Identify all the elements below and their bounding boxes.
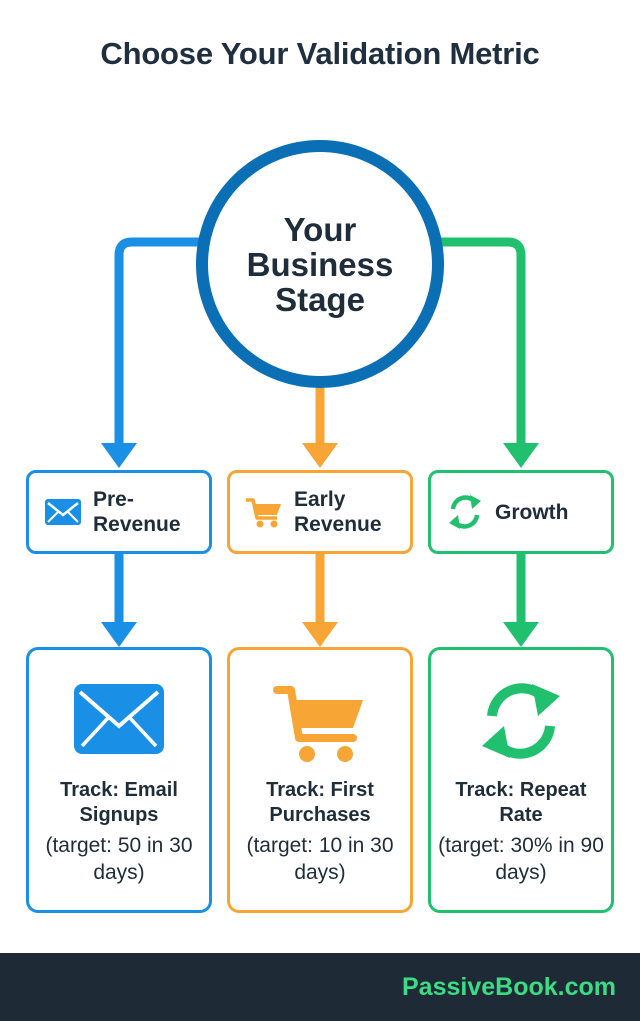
page-title: Choose Your Validation Metric — [100, 36, 540, 71]
envelope-icon — [74, 684, 164, 754]
metric-track: Track: Repeat Rate — [455, 779, 587, 826]
metric-track: Track: First Purchases — [266, 779, 374, 826]
stage-pre-revenue: Pre-Revenue — [26, 470, 212, 554]
envelope-icon — [45, 499, 81, 525]
stage-label: Early Revenue — [294, 488, 382, 536]
business-stage-circle: Your Business Stage — [196, 140, 444, 388]
metric-card-first-purchases: Track: First Purchases (target: 10 in 30… — [227, 647, 413, 913]
stage-label: Growth — [495, 500, 569, 524]
metric-track: Track: Email Signups — [60, 779, 178, 826]
shopping-cart-icon — [273, 686, 363, 762]
footer-bar: PassiveBook.com — [0, 953, 640, 1021]
refresh-icon — [482, 683, 560, 759]
metric-card-email-signups: Track: Email Signups (target: 50 in 30 d… — [26, 647, 212, 913]
metric-target: (target: 30% in 90 days) — [438, 834, 604, 884]
business-stage-label: Your Business Stage — [246, 210, 394, 318]
brand-link[interactable]: PassiveBook.com — [402, 973, 616, 1001]
shopping-cart-icon — [246, 498, 281, 528]
metric-card-repeat-rate: Track: Repeat Rate (target: 30% in 90 da… — [428, 647, 614, 913]
metric-target: (target: 50 in 30 days) — [45, 834, 193, 884]
metric-target: (target: 10 in 30 days) — [246, 834, 394, 884]
refresh-icon — [449, 495, 481, 529]
stage-growth: Growth — [428, 470, 614, 554]
stage-label: Pre-Revenue — [93, 488, 181, 536]
stage-early-revenue: Early Revenue — [227, 470, 413, 554]
